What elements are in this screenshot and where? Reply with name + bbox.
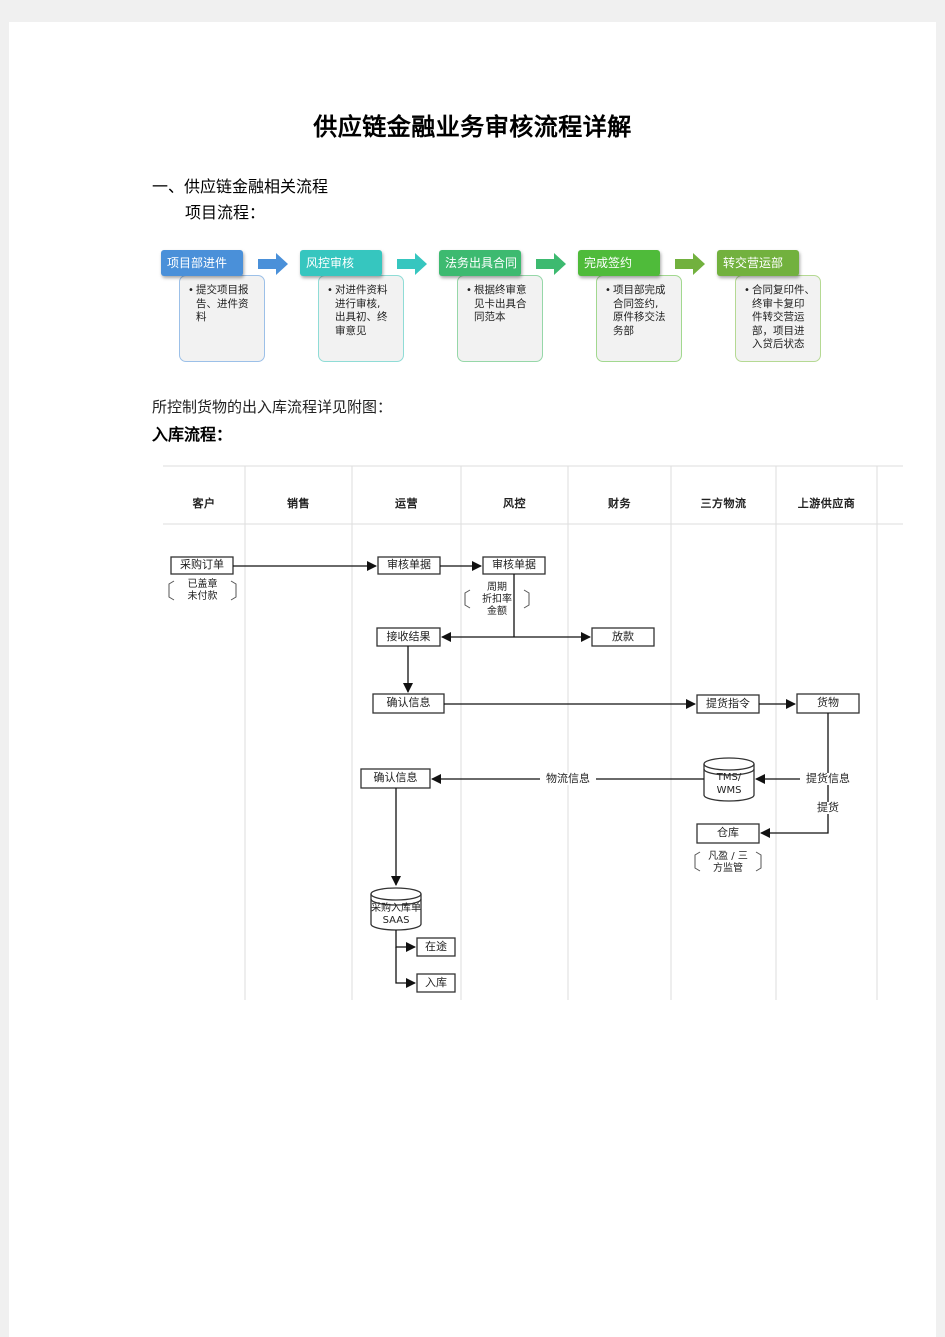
arrow-right-icon xyxy=(397,253,427,275)
step-1-line-2: 告、进件资 xyxy=(196,297,249,310)
step-1: 项目部进件 • 提交项目报 告、进件资 料 xyxy=(155,250,305,365)
confirm-info-label-2: 确认信息 xyxy=(373,771,418,784)
saas-label-2: SAAS xyxy=(382,915,410,926)
step-1-line-1: 提交项目报 xyxy=(196,284,249,296)
step-4: 完成签约 • 项目部完成 合同签约, 原件移交法 务部 xyxy=(572,250,722,365)
warehouse-label: 仓库 xyxy=(717,826,739,839)
arrow-right-icon xyxy=(536,253,566,275)
step-3-line-3: 同范本 xyxy=(474,311,506,323)
subsection-project-flow: 项目流程： xyxy=(185,203,266,222)
bracket-left-icon xyxy=(464,589,471,609)
paragraph: 所控制货物的出入库流程详见附图： xyxy=(152,398,393,416)
in-stock-label: 入库 xyxy=(425,976,447,989)
edge-saas-to-stock xyxy=(395,947,416,988)
step-4-title: 完成签约 xyxy=(578,250,660,276)
bullet-icon: • xyxy=(188,285,194,296)
step-4-line-2: 合同签约, xyxy=(613,297,659,310)
tms-wms-database-icon xyxy=(703,757,755,802)
lane-finance: 财务 xyxy=(608,497,631,510)
goods-label: 货物 xyxy=(817,696,839,709)
step-5-line-3: 件转交营运 xyxy=(752,311,805,323)
risk-review-label: 审核单据 xyxy=(492,558,536,571)
step-3: 法务出具合同 • 根据终审意 见卡出具合 同范本 xyxy=(433,250,583,365)
document-page xyxy=(9,22,936,1337)
loan-box xyxy=(591,627,655,647)
bracket-right-icon xyxy=(230,580,237,601)
section-heading: 一、供应链金融相关流程 xyxy=(152,177,329,196)
warehouse-box xyxy=(696,823,760,844)
step-5-line-1: 合同复印件、 xyxy=(752,284,815,296)
logistics-info-label: 物流信息 xyxy=(540,773,596,785)
lane-customer: 客户 xyxy=(192,497,216,510)
step-4-body: • 项目部完成 合同签约, 原件移交法 务部 xyxy=(596,275,682,362)
doc-title: 供应链金融业务审核流程详解 xyxy=(313,113,632,141)
step-4-line-3: 原件移交法 xyxy=(613,311,666,323)
step-1-title: 项目部进件 xyxy=(161,250,243,276)
bullet-icon: • xyxy=(744,285,750,296)
ops-review-label: 审核单据 xyxy=(387,558,431,571)
risk-note-1: 周期 xyxy=(487,582,507,593)
in-stock-box xyxy=(416,973,456,993)
tms-wms-label-1: TMS/ xyxy=(716,772,742,783)
pickup-label: 提货 xyxy=(810,802,846,814)
receive-result-label: 接收结果 xyxy=(386,630,431,643)
pickup-command-label: 提货指令 xyxy=(706,697,750,710)
arrow-right-icon xyxy=(675,253,705,275)
step-4-line-4: 务部 xyxy=(613,324,634,337)
step-5: 转交营运部 • 合同复印件、 终审卡复印 件转交营运 部，项目进 入贷后状态 xyxy=(711,250,861,365)
step-2-line-2: 进行审核, xyxy=(335,297,381,310)
lane-sales: 销售 xyxy=(287,497,310,510)
step-3-line-2: 见卡出具合 xyxy=(474,297,527,310)
purchase-order-label: 采购订单 xyxy=(180,558,224,571)
step-3-title: 法务出具合同 xyxy=(439,250,521,276)
lane-risk-control: 风控 xyxy=(503,497,526,510)
edge-goods-to-warehouse xyxy=(760,779,829,838)
step-5-body: • 合同复印件、 终审卡复印 件转交营运 部，项目进 入贷后状态 xyxy=(735,275,821,362)
order-note-2: 未付款 xyxy=(187,591,218,602)
loan-label: 放款 xyxy=(612,630,634,643)
step-3-line-1: 根据终审意 xyxy=(474,284,527,296)
lane-supplier: 上游供应商 xyxy=(797,497,856,510)
step-3-body: • 根据终审意 见卡出具合 同范本 xyxy=(457,275,543,362)
bracket-left-icon xyxy=(168,580,175,601)
step-5-line-2: 终审卡复印 xyxy=(752,297,805,310)
bracket-left-icon xyxy=(694,851,701,872)
step-2-line-4: 审意见 xyxy=(335,324,367,337)
step-1-body: • 提交项目报 告、进件资 料 xyxy=(179,275,265,362)
warehouse-note-2: 方监管 xyxy=(713,863,743,874)
step-5-title: 转交营运部 xyxy=(717,250,799,276)
step-1-line-3: 料 xyxy=(196,311,207,323)
risk-note-2: 折扣率 xyxy=(482,594,512,605)
step-5-line-5: 入贷后状态 xyxy=(752,338,805,350)
arrow-right-icon xyxy=(258,253,288,275)
bracket-right-icon xyxy=(523,589,530,609)
in-transit-label: 在途 xyxy=(425,940,447,953)
warehouse-note-1: 凡盈 / 三 xyxy=(708,851,748,862)
order-note-1: 已盖章 xyxy=(187,579,218,590)
lane-operations: 运营 xyxy=(395,497,418,510)
step-2-title: 风控审核 xyxy=(300,250,382,276)
tms-wms-label-2: WMS xyxy=(716,785,742,796)
lane-3pl: 三方物流 xyxy=(700,497,747,510)
in-transit-box xyxy=(416,937,456,957)
bullet-icon: • xyxy=(605,285,611,296)
step-2: 风控审核 • 对进件资料 进行审核, 出具初、终 审意见 xyxy=(294,250,444,365)
bracket-right-icon xyxy=(755,851,762,872)
saas-database-icon xyxy=(370,887,422,931)
subsection-inbound-flow: 入库流程： xyxy=(152,425,233,444)
step-2-body: • 对进件资料 进行审核, 出具初、终 审意见 xyxy=(318,275,404,362)
risk-note-3: 金额 xyxy=(487,606,507,617)
step-4-line-1: 项目部完成 xyxy=(613,284,666,296)
lane-grid xyxy=(163,465,903,1000)
bullet-icon: • xyxy=(466,285,472,296)
saas-label-1: 采购入库单 xyxy=(371,903,421,914)
confirm-info-label-1: 确认信息 xyxy=(386,696,431,709)
pickup-info-label: 提货信息 xyxy=(800,773,856,785)
step-2-line-3: 出具初、终 xyxy=(335,311,388,323)
step-2-line-1: 对进件资料 xyxy=(335,284,388,296)
step-5-line-4: 部，项目进 xyxy=(752,324,805,337)
bullet-icon: • xyxy=(327,285,333,296)
